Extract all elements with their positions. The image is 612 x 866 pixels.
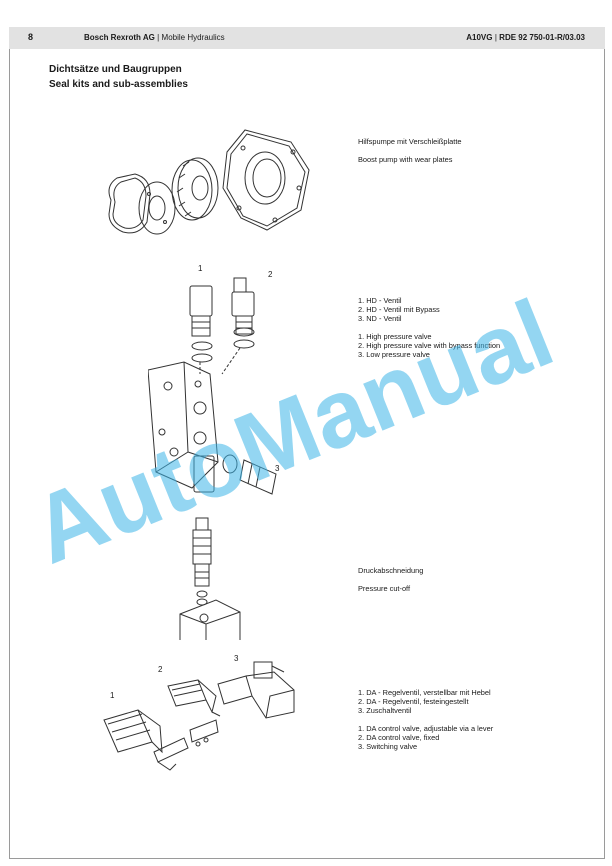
header-company: Bosch Rexroth AG | Mobile Hydraulics [84, 33, 225, 42]
page-title-de: Dichtsätze und Baugruppen [49, 64, 182, 75]
boost-pump-en: Boost pump with wear plates [358, 155, 453, 164]
page-header [9, 27, 605, 49]
valves-de-3: 3. ND - Ventil [358, 314, 402, 323]
valves-description: 1. HD - Ventil 2. HD - Ventil mit Bypass… [358, 296, 500, 359]
header-separator: | [157, 33, 160, 42]
pressure-cutoff-drawing [179, 517, 241, 640]
valve-callout-2: 2 [268, 270, 273, 279]
company-name: Bosch Rexroth AG [84, 33, 155, 42]
boost-pump-de: Hilfspumpe mit Verschleißplatte [358, 137, 462, 146]
control-de-3: 3. Zuschaltventil [358, 706, 412, 715]
control-callout-3: 3 [234, 654, 239, 663]
control-en-3: 3. Switching valve [358, 742, 418, 751]
control-en-2: 2. DA control valve, fixed [358, 733, 440, 742]
valve-callout-1: 1 [198, 264, 203, 273]
page-number: 8 [28, 32, 34, 42]
header-docref: A10VG | RDE 92 750-01-R/03.03 [466, 33, 585, 42]
control-de-2: 2. DA - Regelventil, festeingestellt [358, 697, 469, 706]
boost-pump-drawing [108, 129, 310, 235]
valves-en-3: 3. Low pressure valve [358, 350, 430, 359]
pressure-cutoff-en: Pressure cut-off [358, 584, 411, 593]
pressure-cutoff-de: Druckabschneidung [358, 566, 424, 575]
control-valves-drawing [103, 661, 295, 771]
valves-de-1: 1. HD - Ventil [358, 296, 402, 305]
doc-number: RDE 92 750-01-R/03.03 [499, 33, 585, 42]
valves-de-2: 2. HD - Ventil mit Bypass [358, 305, 440, 314]
control-de-1: 1. DA - Regelventil, verstellbar mit Heb… [358, 688, 491, 697]
valves-en-2: 2. High pressure valve with bypass funct… [358, 341, 501, 350]
boost-pump-description: Hilfspumpe mit Verschleißplatte Boost pu… [358, 137, 462, 164]
pressure-cutoff-description: Druckabschneidung Pressure cut-off [358, 566, 423, 593]
doc-product: A10VG [466, 33, 493, 42]
page-title-en: Seal kits and sub-assemblies [49, 79, 188, 90]
control-callout-2: 2 [158, 665, 163, 674]
control-callout-1: 1 [110, 691, 115, 700]
docref-separator: | [494, 33, 497, 42]
control-en-1: 1. DA control valve, adjustable via a le… [358, 724, 494, 733]
control-description: 1. DA - Regelventil, verstellbar mit Heb… [358, 688, 493, 751]
division-name: Mobile Hydraulics [161, 33, 225, 42]
valve-callout-3: 3 [275, 464, 280, 473]
valves-en-1: 1. High pressure valve [358, 332, 432, 341]
valves-drawing [148, 277, 277, 495]
